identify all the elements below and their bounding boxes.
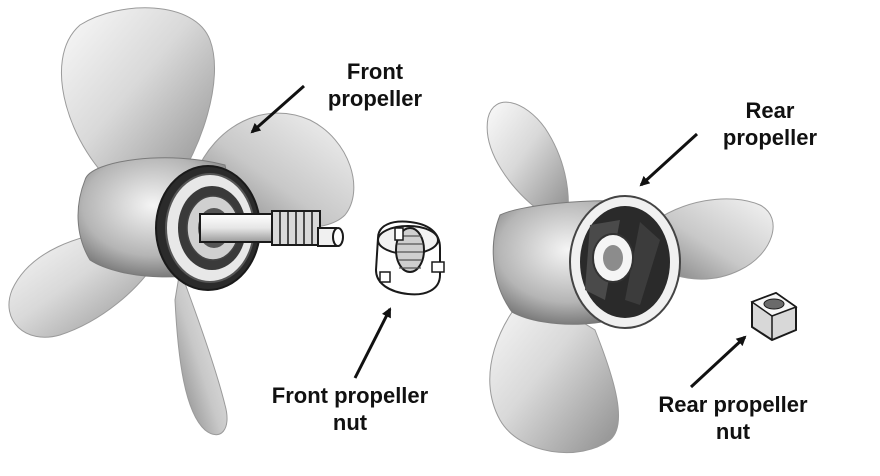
arrow-rear-nut [689,335,747,389]
label-rear-propeller: Rear propeller [700,97,840,151]
label-front-propeller-line2: propeller [327,86,423,111]
label-rear-propeller-line2: propeller [722,125,818,150]
propeller-shaft-icon [199,210,344,247]
front-nut-icon [374,220,445,296]
label-front-propeller-nut-line1: Front propeller [271,383,429,408]
label-rear-propeller-nut-line1: Rear propeller [658,392,808,417]
rear-nut-icon [750,291,798,342]
label-front-propeller-nut-line2: nut [332,410,368,435]
rear-propeller-icon [486,101,774,453]
label-rear-propeller-line1: Rear [745,98,795,123]
arrow-front-propeller [250,84,305,134]
label-front-propeller: Front propeller [305,58,445,112]
label-rear-propeller-nut-line2: nut [715,419,751,444]
label-rear-propeller-nut: Rear propeller nut [640,391,826,445]
label-front-propeller-line1: Front [346,59,404,84]
label-front-propeller-nut: Front propeller nut [248,382,452,436]
arrow-front-nut [353,307,392,379]
arrow-rear-propeller [639,132,699,187]
